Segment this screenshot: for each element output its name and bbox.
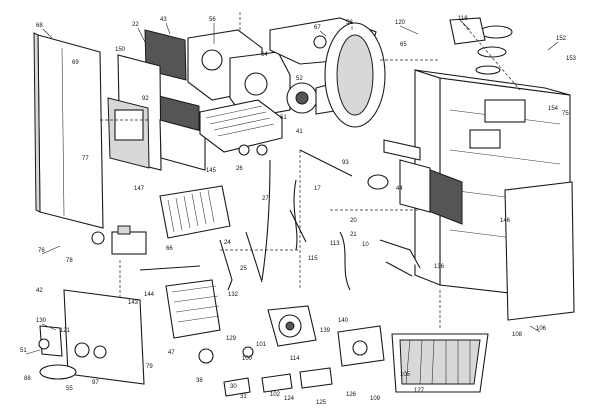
callout-label: 20 [350,218,357,224]
callout-label: 58 [346,20,353,26]
callout-label: 79 [146,364,153,370]
callout-label: 22 [132,22,139,28]
combustion-chamber-hood [187,29,291,119]
callout-label: 101 [256,342,267,348]
callout-label: 102 [270,392,281,398]
gas-valve [91,225,147,255]
callout-label: 114 [290,356,300,362]
callout-label: 97 [92,380,99,386]
callout-label: 105 [400,372,411,378]
callout-label: 10 [362,242,369,248]
callout-label: 41 [296,129,303,135]
callout-label: 26 [236,166,243,172]
callout-label: 64 [261,52,268,58]
callout-label: 47 [168,350,175,356]
callout-label: 132 [228,292,239,298]
callout-label: 69 [72,60,79,66]
callout-label: 113 [330,241,340,247]
callout-label: 75 [562,111,569,117]
callout-label: 144 [144,292,155,298]
callout-label: 61 [280,115,287,121]
callout-label: 51 [20,348,27,354]
callout-label: 109 [370,396,381,402]
diverter-valve [337,325,385,367]
left-pipework [139,159,271,291]
callout-label: 43 [160,17,167,23]
callout-label: 139 [320,328,331,334]
pump-assembly [267,305,317,347]
callout-label: 93 [342,160,349,166]
callout-label: 153 [566,56,577,62]
callout-label: 56 [209,17,216,23]
assembly-guide-lines [100,10,521,330]
callout-label: 150 [115,47,126,53]
callout-label: 152 [556,36,567,42]
callout-label: 44 [396,186,403,192]
callout-label: 67 [314,25,321,31]
callout-label: 145 [206,168,217,174]
callout-label: 120 [395,20,406,26]
front-cover-panel [33,32,104,229]
callout-label: 127 [414,388,425,394]
callout-label: 146 [500,218,511,224]
callout-label: 143 [128,300,139,306]
callout-label: 124 [284,396,295,402]
callout-label: 126 [346,392,357,398]
callout-label: 55 [66,386,73,392]
callout-labels: 68 69 22 150 43 56 67 58 64 92 52 61 120… [20,16,577,406]
callout-label: 147 [134,186,145,192]
callout-label: 88 [24,376,31,382]
callout-label: 140 [338,318,349,324]
callout-label: 24 [224,240,231,246]
callout-label: 154 [548,106,559,112]
callout-label: 42 [36,288,43,294]
callout-label: 66 [166,246,173,252]
flue-outlet [449,17,513,75]
insulation-panels [107,29,206,171]
callout-label: 115 [308,256,318,262]
expansion-vessel [324,22,386,128]
heat-exchanger [199,99,283,156]
callout-label: 77 [82,156,89,162]
callout-label: 27 [262,196,269,202]
callout-label: 121 [60,328,71,334]
plate-heat-exchanger [165,279,221,339]
callout-label: 31 [240,394,247,400]
callout-label: 21 [350,232,357,238]
callout-label: 78 [66,258,73,264]
pressure-switch [367,139,421,190]
callout-label: 118 [458,16,468,22]
callout-label: 52 [296,76,303,82]
callout-label: 129 [226,336,237,342]
side-cover-panel [504,181,575,321]
control-fascia [38,289,145,385]
callout-label: 17 [314,186,321,192]
callout-label: 38 [196,378,203,384]
bottom-fittings [198,346,333,397]
control-panel-board [399,159,463,225]
callout-label: 125 [316,400,327,406]
bottom-tray [391,333,489,393]
callout-label: 65 [400,42,407,48]
callout-label: 100 [242,356,253,362]
callout-label: 68 [36,23,43,29]
callout-label: 136 [434,264,445,270]
callout-label: 106 [536,326,547,332]
callout-label: 92 [142,96,149,102]
callout-label: 108 [512,332,523,338]
callout-label: 30 [230,384,237,390]
central-pipes [289,149,421,291]
burner-manifold [159,185,231,239]
callout-label: 25 [240,266,247,272]
callout-label: 130 [36,318,47,324]
callout-label: 76 [38,248,45,254]
leader-lines [25,21,559,355]
